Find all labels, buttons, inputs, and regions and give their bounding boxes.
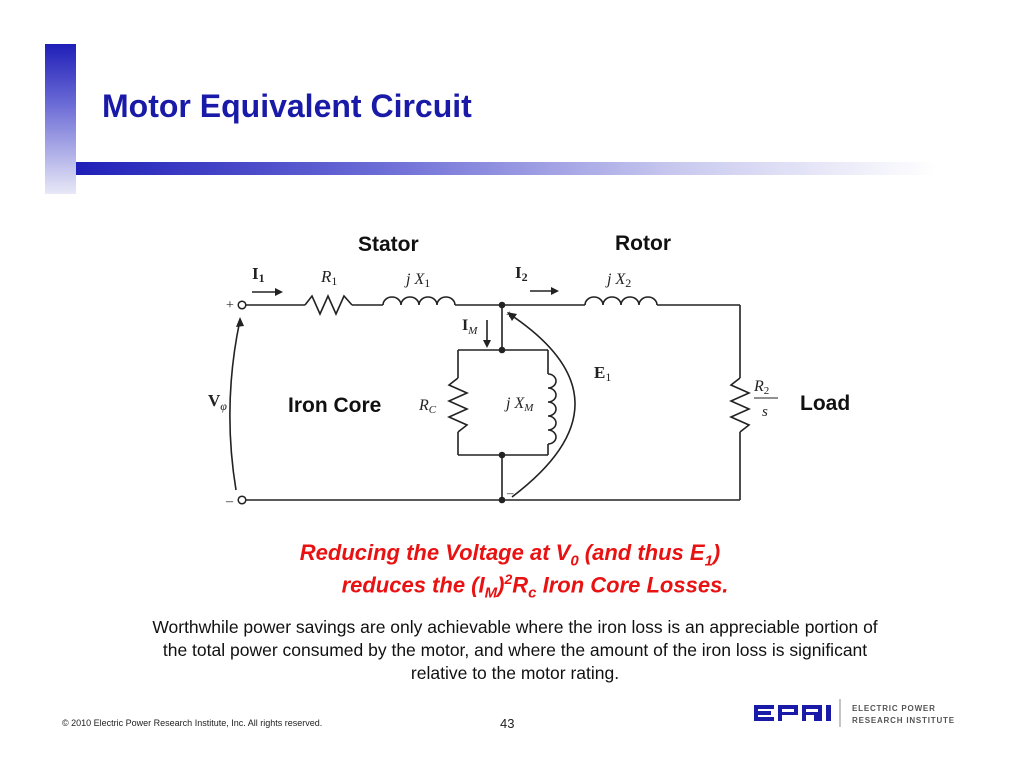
arrowhead-e1	[507, 312, 517, 321]
title-rule	[76, 162, 936, 175]
label-i1: I1	[252, 264, 265, 285]
terminal-minus	[237, 495, 247, 505]
label-jxm: j XM	[504, 395, 534, 414]
page-number: 43	[500, 716, 515, 731]
slide-title: Motor Equivalent Circuit	[102, 88, 472, 124]
epri-logo	[754, 699, 841, 727]
label-plus-mid: +	[506, 307, 513, 321]
resistor-rc	[447, 377, 469, 433]
junction-bottom	[498, 496, 506, 504]
label-plus-left: +	[226, 298, 234, 313]
rotor-label: Rotor	[615, 232, 671, 255]
iron-core-label: Iron Core	[288, 394, 381, 417]
label-e1: E1	[594, 363, 611, 384]
label-minus-left: –	[225, 494, 234, 509]
stator-label: Stator	[358, 233, 419, 256]
body-paragraph: Worthwhile power savings are only achiev…	[152, 617, 878, 683]
terminal-plus	[237, 300, 247, 310]
resistor-r2-s	[729, 377, 751, 433]
junction-shunt-bottom	[498, 451, 506, 459]
title-accent-bar	[45, 44, 76, 194]
label-jx1: j X1	[404, 271, 430, 290]
label-vphi: Vφ	[208, 391, 227, 413]
voltage-arc-e1	[507, 312, 576, 498]
arrowhead-vphi	[236, 317, 244, 327]
label-r2-denominator: s	[762, 404, 768, 420]
voltage-arc-vphi	[229, 319, 241, 491]
label-jx2: j X2	[605, 271, 631, 290]
callout-line-2: reduces the (IM)2Rc Iron Core Losses.	[341, 571, 729, 602]
copyright-footer: © 2010 Electric Power Research Institute…	[62, 718, 323, 728]
inductor-jxm	[547, 373, 557, 445]
inductor-jx2	[584, 296, 658, 306]
label-rc: RC	[418, 397, 437, 416]
inductor-jx1	[382, 296, 456, 306]
resistor-r1	[304, 294, 353, 316]
junction-shunt-top	[498, 346, 506, 354]
label-i2: I2	[515, 263, 528, 284]
label-r2-numerator: R2	[753, 378, 769, 397]
label-r1: R1	[320, 267, 337, 288]
callout-line-1: Reducing the Voltage at V0 (and thus E1)	[299, 540, 721, 570]
label-minus-mid: –	[506, 485, 514, 500]
load-label: Load	[800, 392, 850, 415]
label-im: IM	[462, 317, 478, 337]
junction-top	[498, 301, 506, 309]
